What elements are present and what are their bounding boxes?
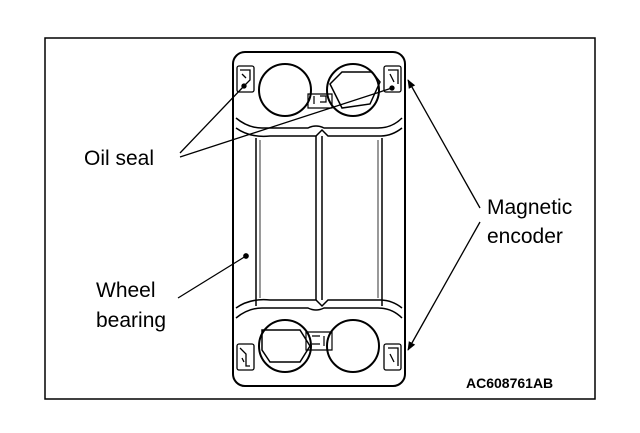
magnetic-label: Magnetic (487, 196, 573, 219)
encoder-label: encoder (487, 225, 563, 248)
seal-bottom-left (236, 343, 255, 371)
oil-seal-label: Oil seal (84, 147, 155, 170)
oil-seal-leader-1 (179, 85, 245, 154)
lower-balls (258, 319, 380, 373)
wheel-label: Wheel (96, 279, 156, 302)
seal-top-right (383, 65, 402, 93)
upper-balls (258, 63, 381, 117)
figure-code: AC608761AB (466, 375, 554, 391)
bearing-body (232, 51, 406, 387)
oil-seal-leader-2 (179, 87, 393, 158)
wheel-bearing-leader (177, 255, 247, 299)
bearing-label: bearing (96, 309, 167, 332)
encoder-arrow-top (407, 79, 481, 209)
seal-top-left (236, 65, 255, 93)
encoder-arrow-bottom (407, 221, 481, 351)
seal-bottom-right (383, 343, 402, 371)
frame-border (44, 37, 596, 400)
leader-lines (177, 79, 481, 351)
